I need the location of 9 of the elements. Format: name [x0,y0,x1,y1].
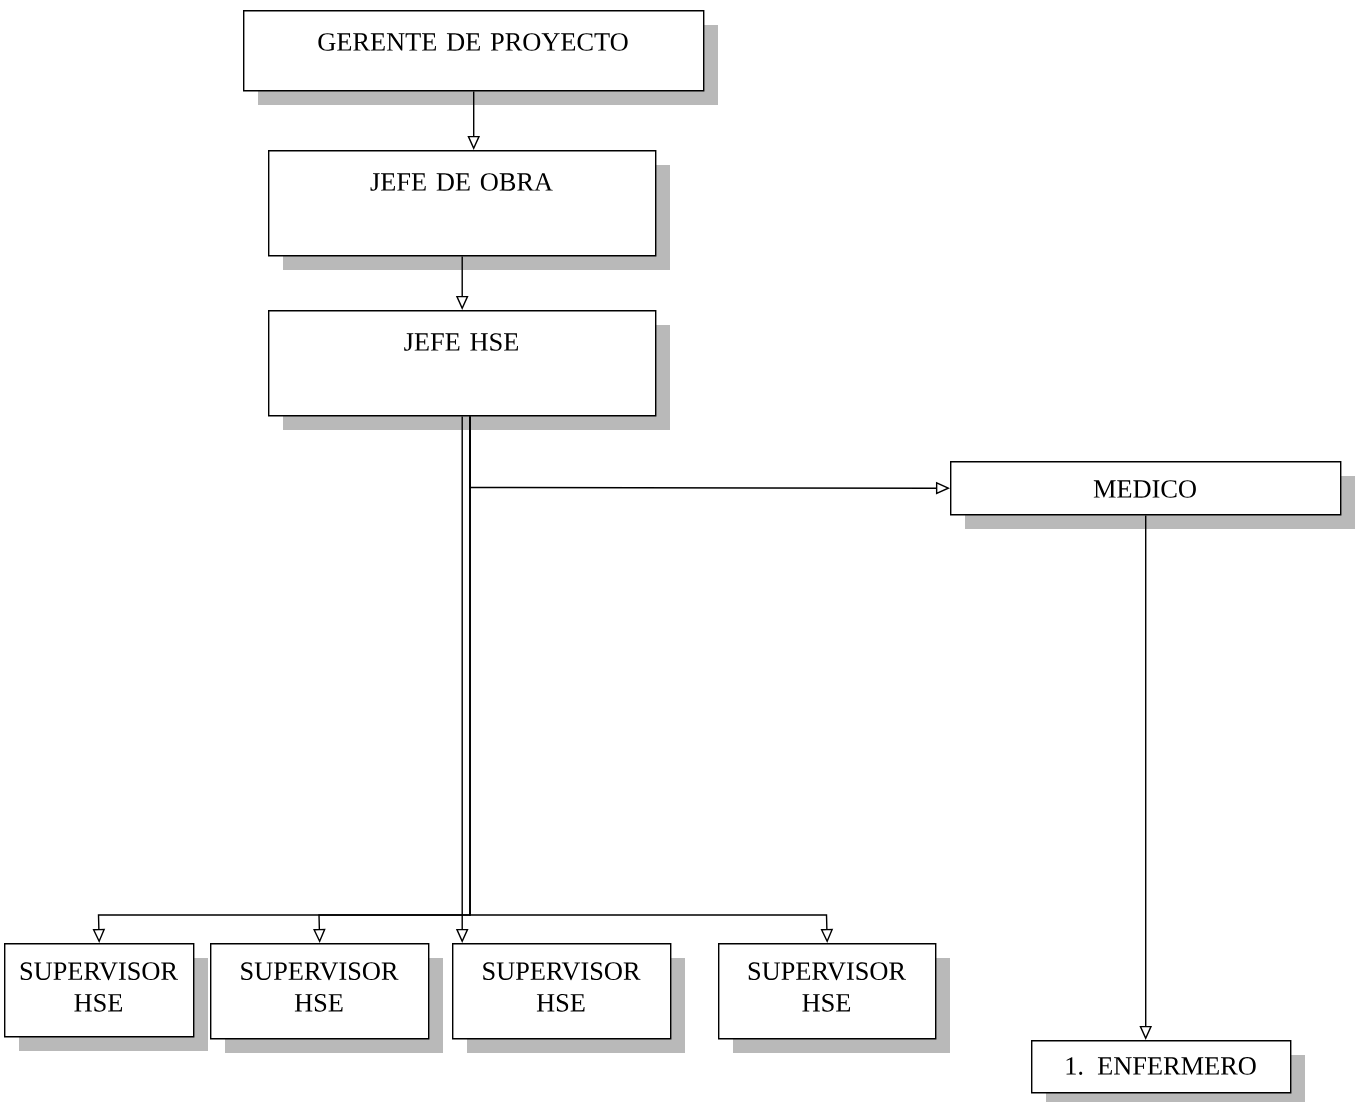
org-box: 1. ENFERMERO [1031,1040,1305,1102]
org-box: MEDICO [950,461,1355,529]
org-box: SUPERVISOR HSE [4,943,208,1051]
org-box: SUPERVISOR HSE [718,943,950,1053]
org-box: SUPERVISOR HSE [452,943,685,1053]
org-box: GERENTE DE PROYECTO [243,10,718,105]
org-box: JEFE HSE [268,310,670,430]
org-box: SUPERVISOR HSE [210,943,443,1053]
org-box: JEFE DE OBRA [268,150,670,270]
